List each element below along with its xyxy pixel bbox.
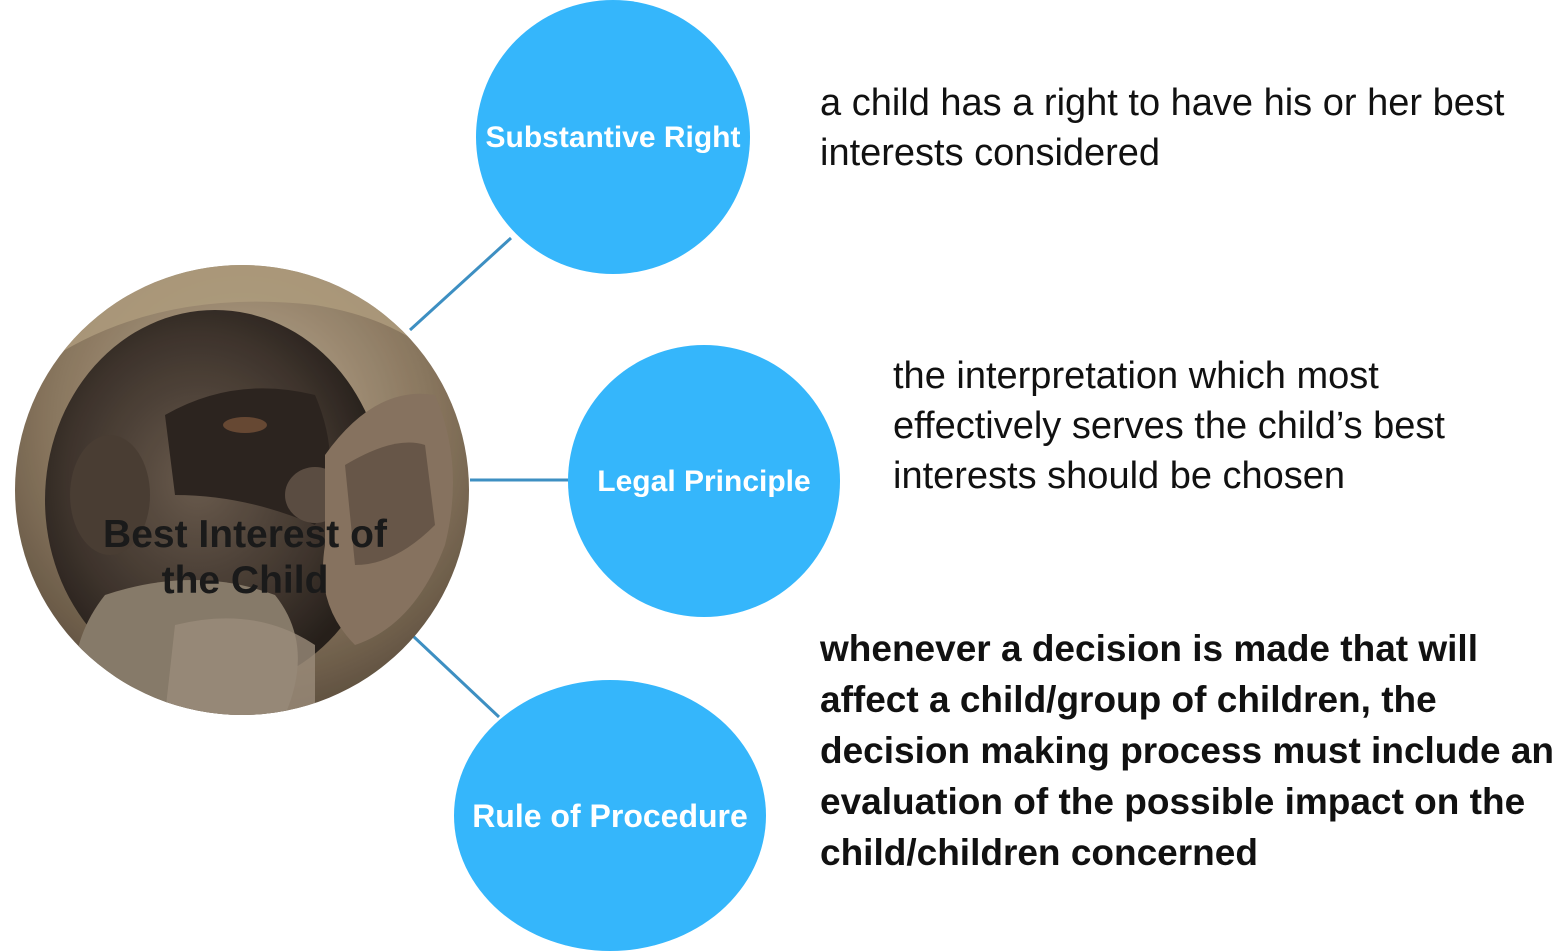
connector-rule-of-procedure (411, 634, 501, 719)
child-photo (15, 265, 469, 715)
node-label: Legal Principle (597, 464, 811, 498)
node-substantive-right: Substantive Right (476, 0, 750, 274)
center-label: Best Interest of the Child (103, 513, 387, 602)
node-label: Substantive Right (485, 120, 741, 154)
node-label: Rule of Procedure (472, 797, 748, 834)
description-legal-principle: the interpretation which most effectivel… (893, 355, 1445, 497)
node-rule-of-procedure: Rule of Procedure (454, 680, 766, 951)
description-substantive-right: a child has a right to have his or her b… (820, 82, 1505, 174)
node-legal-principle: Legal Principle (568, 345, 840, 617)
description-rule-of-procedure: whenever a decision is made that will af… (820, 628, 1555, 873)
connector-substantive-right (408, 236, 513, 332)
